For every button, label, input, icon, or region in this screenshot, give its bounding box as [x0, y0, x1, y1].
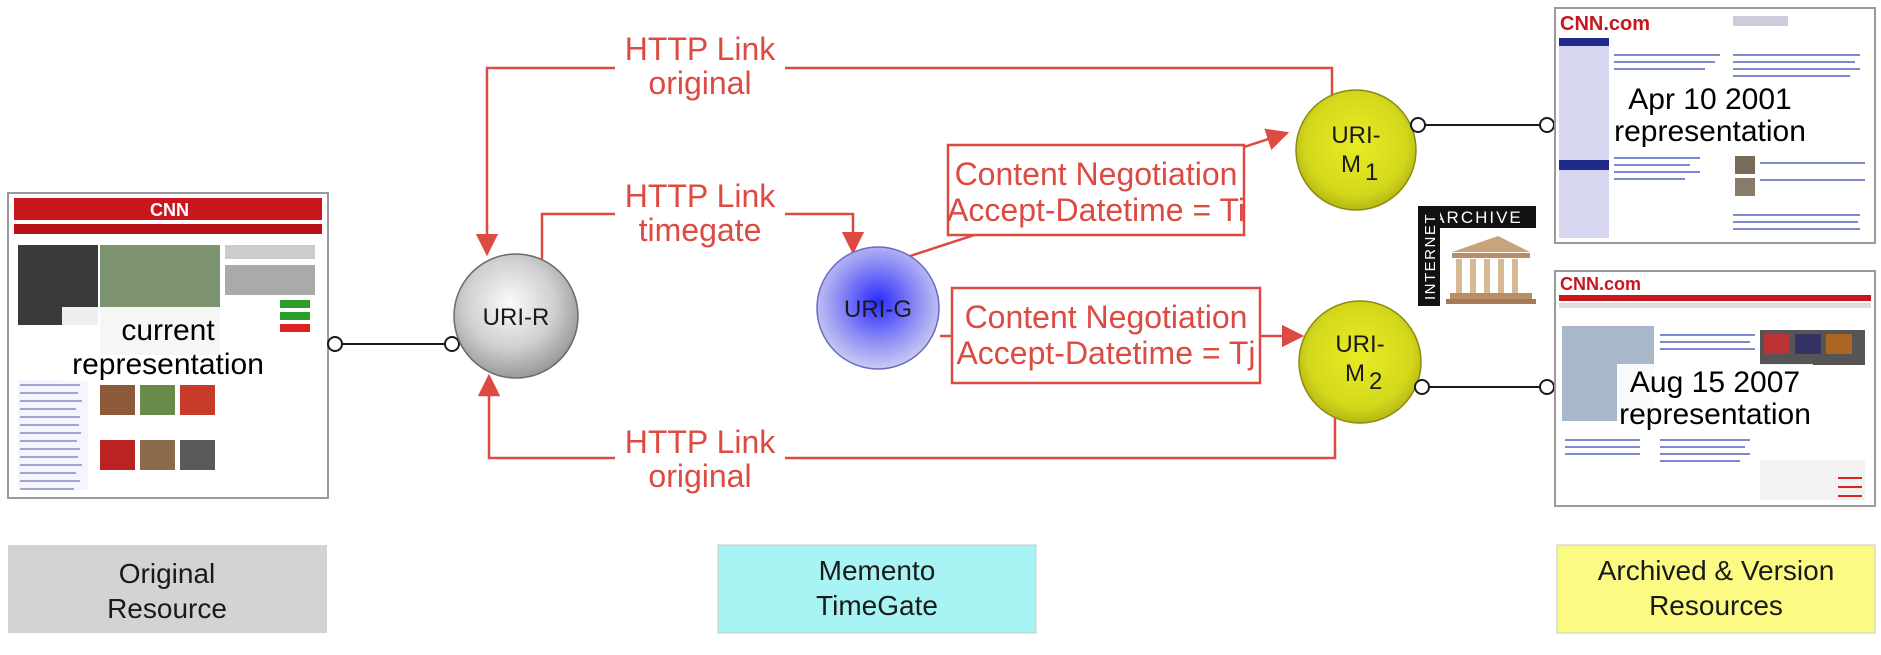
uri-m1-label-sub: 1: [1365, 159, 1378, 186]
m2-label-line2: representation: [1619, 398, 1811, 431]
m2-label-line1: Aug 15 2007: [1630, 366, 1800, 399]
negotiation-m2-line1: Content Negotiation: [965, 299, 1248, 335]
caption-timegate-line2: TimeGate: [816, 590, 938, 621]
link-bottom-label-line1: HTTP Link: [625, 424, 777, 460]
current-label-line2: representation: [72, 348, 264, 381]
archive-logo-text: ARCHIVE: [1433, 208, 1523, 227]
cnn-logo: CNN: [150, 200, 189, 220]
link-bottom-label-bg: [615, 422, 785, 502]
link-top-label-line1: HTTP Link: [625, 31, 777, 67]
m1-label-line1: Apr 10 2001: [1628, 83, 1791, 116]
link-top-label-bg: [615, 27, 785, 107]
uri-g-label: URI-G: [844, 296, 912, 323]
caption-memento-timegate: Memento TimeGate: [717, 544, 1037, 634]
m2-port-node: [1414, 379, 1430, 395]
link-top-label-line2: original: [648, 65, 751, 101]
link-mid-label-line2: timegate: [639, 212, 762, 248]
uri-r-label: URI-R: [483, 304, 550, 331]
internet-logo-text: INTERNET: [1422, 213, 1439, 300]
negotiation-m1-line1: Content Negotiation: [955, 156, 1238, 192]
caption-original-resource: Original Resource: [8, 545, 327, 633]
link-top-original-arrow: [475, 66, 1334, 257]
uri-m2-label-line2: M: [1345, 360, 1365, 387]
current-label-line1: current: [121, 314, 215, 347]
caption-archived-line1: Archived & Version: [1598, 555, 1835, 586]
uri-m2-label-line1: URI-: [1335, 331, 1384, 358]
m1-port-page: [1539, 117, 1555, 133]
caption-timegate-line1: Memento: [819, 555, 936, 586]
uri-m2-node: URI- M 2: [1298, 300, 1422, 424]
uri-r-port: [444, 336, 460, 352]
cnn-2007-logo: CNN.com: [1560, 274, 1641, 294]
uri-m1-label-line1: URI-: [1331, 122, 1380, 149]
caption-original-line2: Resource: [107, 593, 227, 624]
caption-original-line1: Original: [119, 558, 215, 589]
link-bottom-label-line2: original: [648, 458, 751, 494]
uri-r-node: URI-R: [453, 253, 579, 379]
m2-port-page: [1539, 379, 1555, 395]
caption-archived-resources: Archived & Version Resources: [1556, 544, 1876, 634]
uri-m1-label-line2: M: [1341, 151, 1361, 178]
link-mid-label-bg: [615, 175, 785, 253]
negotiation-m1-line2: Accept-Datetime = Ti: [947, 192, 1245, 228]
current-page-thumbnail: CNN current representation: [7, 192, 329, 499]
internet-archive-logo: ARCHIVE INTERNET: [1418, 206, 1536, 306]
m1-port-node: [1410, 117, 1426, 133]
uri-g-node: URI-G: [816, 246, 940, 370]
uri-m2-label-sub: 2: [1369, 368, 1382, 395]
temple-icon: [1446, 236, 1536, 304]
negotiation-m1-box: [946, 143, 1246, 237]
negotiation-m2-box: [950, 286, 1262, 385]
caption-archived-line2: Resources: [1649, 590, 1783, 621]
archived-page-2007-thumbnail: CNN.com Aug 15 2007 representation: [1554, 270, 1876, 507]
archived-page-2001-thumbnail: CNN.com Apr 10 2001 representation: [1554, 7, 1876, 244]
m1-label-line2: representation: [1614, 115, 1806, 148]
caption-archived-bg: [1556, 544, 1876, 634]
uri-m1-node: URI- M 1: [1295, 89, 1417, 211]
link-bottom-original-arrow: [477, 373, 1337, 460]
link-mid-label-line1: HTTP Link: [625, 178, 777, 214]
cnn-2001-logo: CNN.com: [1560, 13, 1650, 35]
current-connector-port: [327, 336, 343, 352]
negotiation-m2-line2: Accept-Datetime = Tj: [956, 335, 1255, 371]
caption-timegate-bg: [717, 544, 1037, 634]
caption-original-bg: [8, 545, 327, 633]
